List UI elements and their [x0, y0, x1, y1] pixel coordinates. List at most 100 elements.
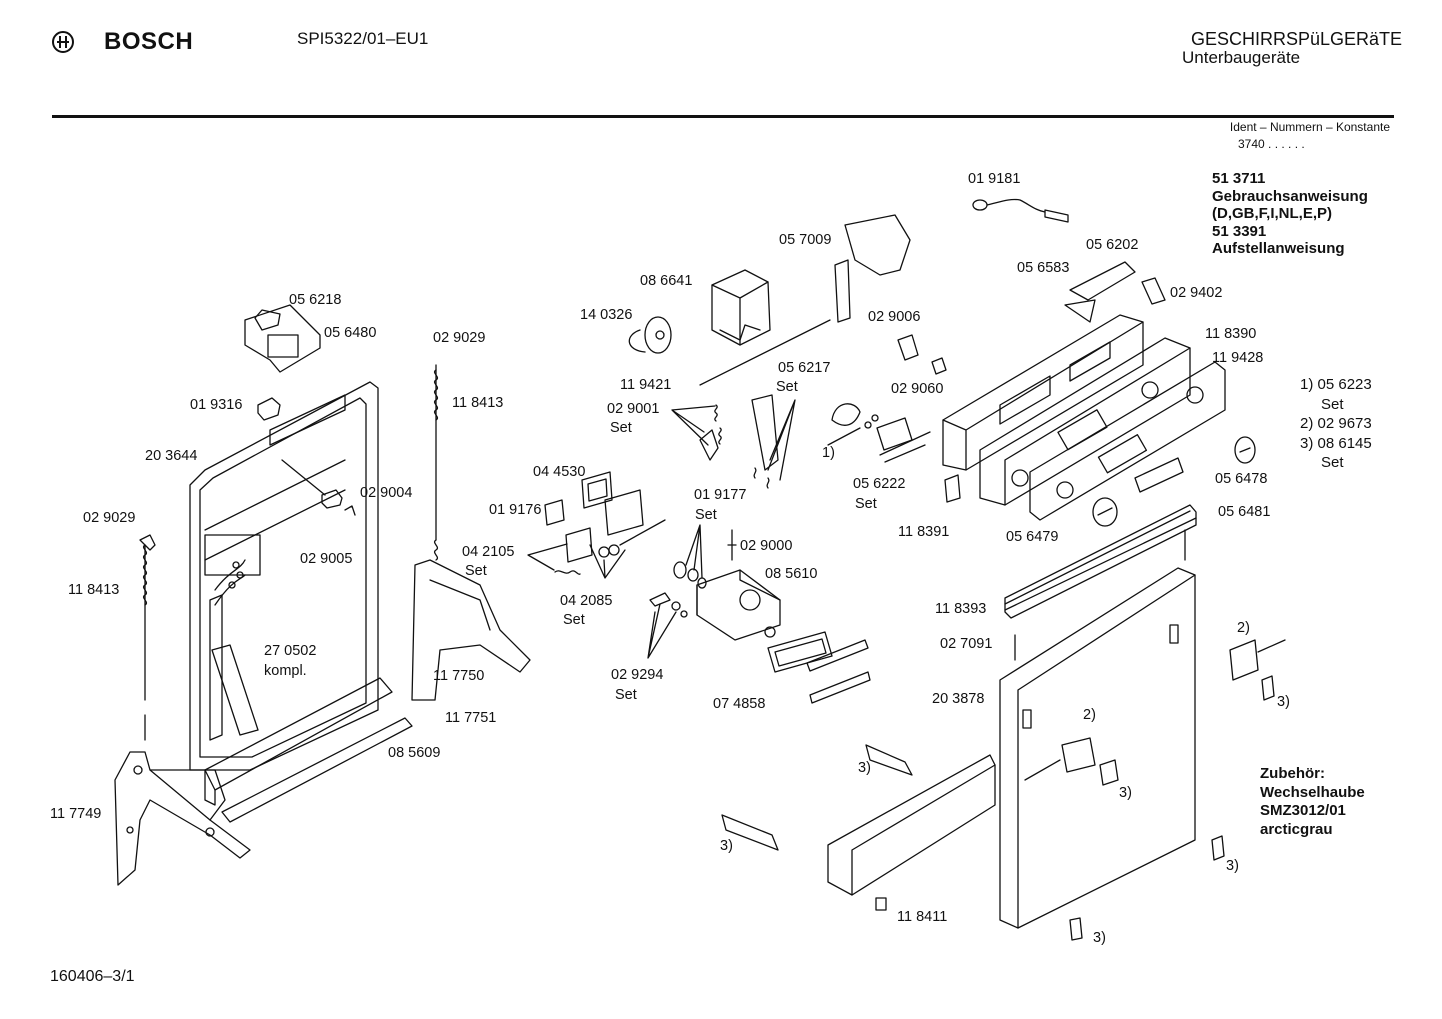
- part-label: 05 6217: [778, 360, 831, 376]
- button-056481: [1134, 457, 1184, 493]
- part-label: 11 8411: [897, 909, 948, 925]
- sensor-019181: [972, 198, 1069, 223]
- skirt-118411: [827, 754, 996, 911]
- small-parts-019177: [673, 524, 737, 589]
- part-label: 11 8393: [935, 601, 987, 617]
- bracket-118391: [944, 474, 961, 503]
- leader-lines-set: [527, 543, 626, 579]
- ident-label: Ident – Nummern – Konstante: [1229, 120, 1390, 134]
- knob-056478: [1234, 436, 1256, 464]
- accessory-note: Zubehör: Wechselhaube SMZ3012/01 arcticg…: [1260, 765, 1365, 839]
- top-hinge-bracket: [244, 304, 321, 373]
- legend-line: 2) 02 9673: [1300, 415, 1372, 432]
- part-label: 01 9177: [694, 487, 747, 503]
- seal-042085: [598, 489, 666, 558]
- part-label: 04 4530: [533, 464, 586, 480]
- small-spring: [554, 570, 581, 575]
- part-label: Set: [855, 496, 877, 512]
- control-housing-118390: [942, 314, 1144, 471]
- part-029006: [897, 334, 947, 375]
- part-label: 20 3878: [932, 691, 985, 707]
- drawing-number: 160406–3/1: [50, 968, 135, 985]
- clip-019316: [257, 397, 281, 421]
- accessory-line: arcticgrau: [1260, 820, 1333, 838]
- latch-029004: [281, 459, 356, 516]
- inner-door-panel: [189, 381, 379, 771]
- part-label: 3): [1119, 785, 1132, 801]
- part-label: Set: [563, 612, 585, 628]
- part-label: 05 6480: [324, 325, 377, 341]
- hinge-plate-117750: [411, 559, 531, 701]
- part-label: 02 9029: [83, 510, 136, 526]
- documents-block: 51 3711 Gebrauchsanweisung (D,GB,F,I,NL,…: [1212, 170, 1368, 258]
- outer-door-203878: [999, 567, 1196, 929]
- switch-056222: [876, 417, 931, 463]
- part-label: 02 9004: [360, 485, 413, 501]
- part-label: 05 6478: [1215, 471, 1268, 487]
- ident-constant: 3740 . . . . . .: [1238, 137, 1305, 151]
- part-label: 11 9421: [620, 377, 672, 393]
- part-label: 02 9001: [607, 401, 660, 417]
- part-label: 2): [1237, 620, 1250, 636]
- part-label: 05 6222: [853, 476, 906, 492]
- page-title: GESCHIRRSPüLGERäTE: [1190, 29, 1402, 49]
- part-label: 01 9316: [190, 397, 243, 413]
- part-label: 20 3644: [145, 448, 198, 464]
- part-label: 14 0326: [580, 307, 633, 323]
- part-label: 04 2085: [560, 593, 613, 609]
- model-number: SPI5322/01–EU1: [297, 29, 429, 48]
- part-label: 11 7751: [445, 710, 497, 726]
- strip-118393: [1004, 504, 1197, 619]
- gasket-074858: [767, 631, 833, 673]
- part-label: 05 7009: [779, 232, 832, 248]
- strip-117751: [204, 677, 393, 806]
- seal-044530: [581, 471, 613, 509]
- part-label: 04 2105: [462, 544, 515, 560]
- part-label: kompl.: [264, 663, 307, 679]
- bosch-logo: BOSCH: [52, 28, 193, 56]
- spring-center: [433, 364, 439, 561]
- clip-029402: [1141, 277, 1166, 305]
- part-label: Set: [615, 687, 637, 703]
- legend-line: Set: [1321, 454, 1344, 471]
- legend-line: Set: [1321, 395, 1344, 413]
- part-label: 11 7749: [50, 806, 102, 822]
- clip-3a: [865, 744, 913, 776]
- part-label: 08 5610: [765, 566, 818, 582]
- part-label: 3): [858, 760, 871, 776]
- part-label: 02 9294: [611, 667, 664, 683]
- switch-056583: [1064, 261, 1136, 323]
- part-label: 11 8413: [68, 582, 120, 598]
- part-label: 05 6479: [1006, 529, 1059, 545]
- part-label: 02 9006: [868, 309, 921, 325]
- accessory-line: SMZ3012/01: [1260, 802, 1346, 819]
- part-label: 05 6218: [289, 292, 342, 308]
- legend-line: 1) 05 6223: [1300, 376, 1372, 393]
- screws-027091: [1014, 529, 1186, 661]
- part-label: 11 9428: [1212, 350, 1264, 366]
- valve-block-085610: [696, 569, 781, 641]
- hinge-117749: [114, 751, 251, 886]
- hinge-2-right: [1229, 639, 1286, 701]
- part-label: 27 0502: [264, 643, 317, 659]
- seal-019176: [544, 499, 593, 563]
- doc-line: Aufstellanweisung: [1212, 240, 1345, 257]
- part-label: 2): [1083, 707, 1096, 723]
- clip-3b: [721, 814, 779, 851]
- lever-057009: [834, 214, 911, 323]
- part-label: 3): [1277, 694, 1290, 710]
- dial-140326: [628, 316, 672, 354]
- part-label: 02 9402: [1170, 285, 1223, 301]
- part-label: 11 8413: [452, 395, 504, 411]
- part-label: 3): [1226, 858, 1239, 874]
- part-label: 3): [1093, 930, 1106, 946]
- legend-line: 3) 08 6145: [1300, 434, 1372, 452]
- doc-line: 51 3391: [1212, 222, 1267, 240]
- part-label: 3): [720, 838, 733, 854]
- doc-line: Gebrauchsanweisung: [1212, 187, 1368, 205]
- part-label: Set: [776, 379, 798, 395]
- part-label: 08 6641: [640, 273, 693, 289]
- part-label: Set: [610, 420, 632, 436]
- timer-086641: [711, 269, 771, 346]
- accessory-line: Wechselhaube: [1260, 783, 1365, 801]
